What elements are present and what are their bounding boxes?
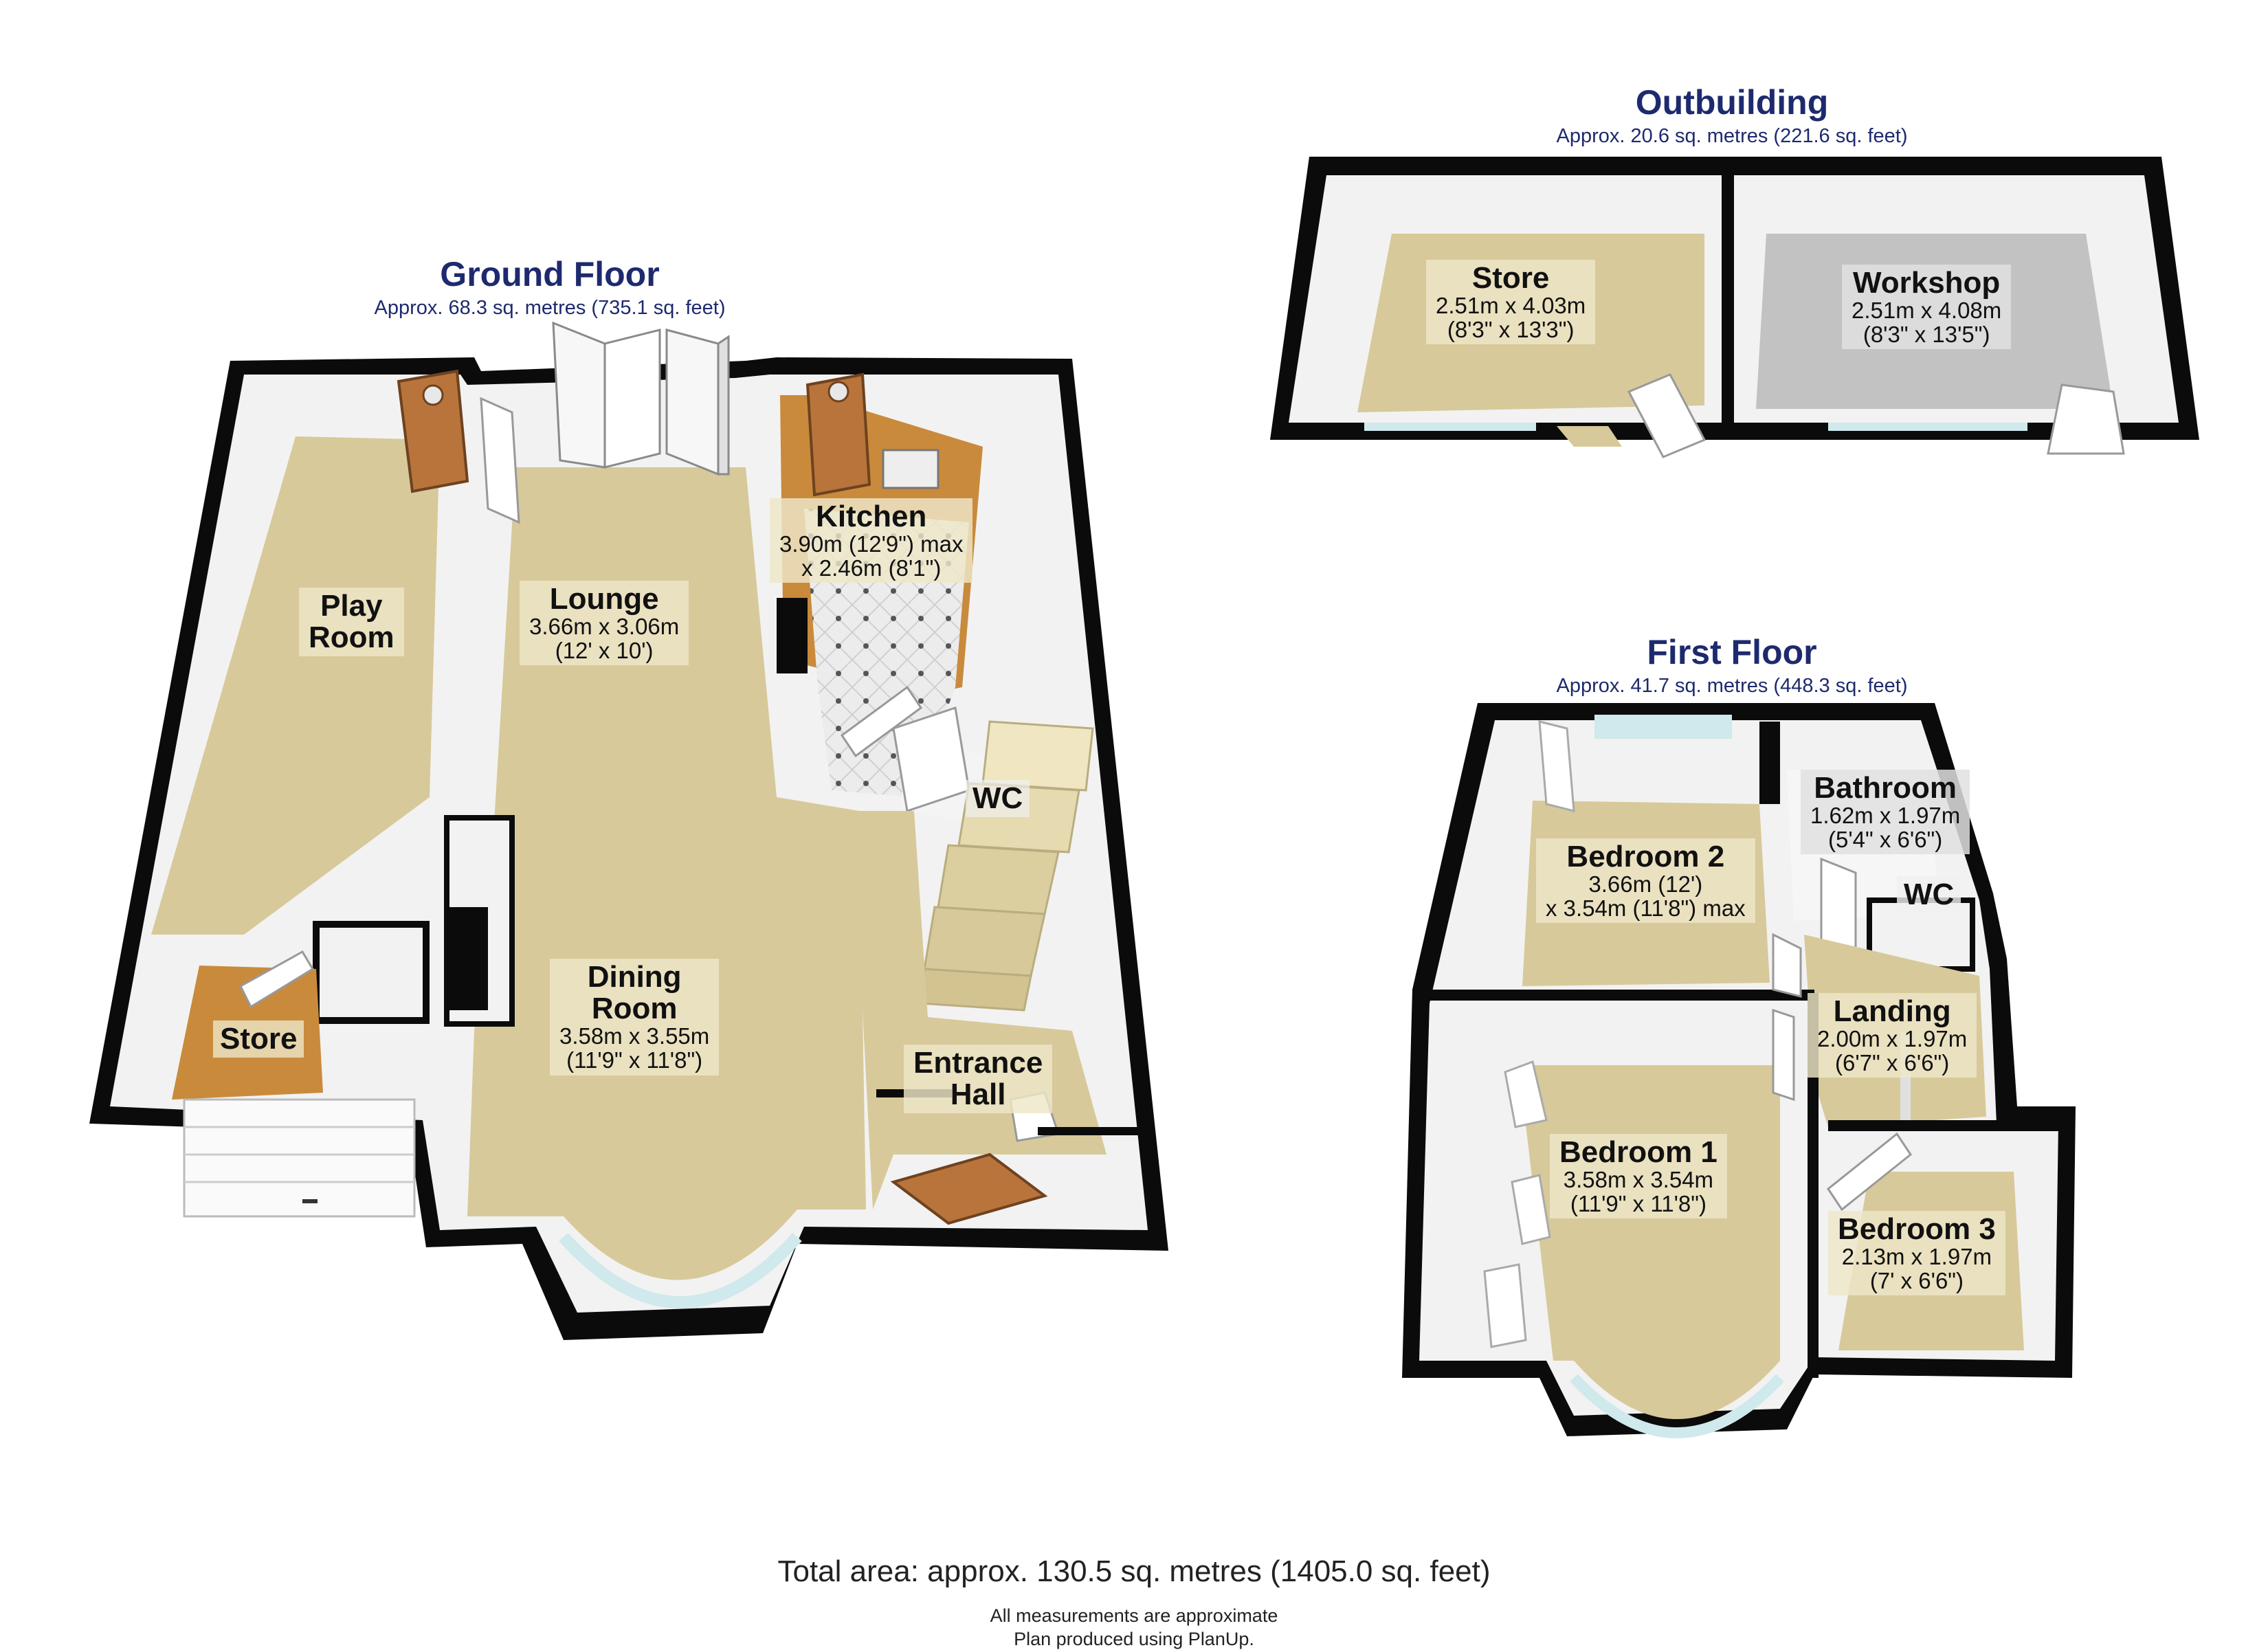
footnote-measurements: All measurements are approximate bbox=[990, 1605, 1278, 1626]
kitchen-dim-1: 3.90m (12'9") max bbox=[779, 531, 964, 557]
landing-dim-imperial: (6'7" x 6'6") bbox=[1835, 1049, 1950, 1075]
staircase bbox=[920, 720, 1094, 1012]
play-room-name-2: Room bbox=[309, 621, 394, 655]
workshop-name: Workshop bbox=[1852, 266, 2001, 300]
store-door bbox=[239, 950, 315, 1009]
bedroom3-door bbox=[1826, 1132, 1913, 1212]
bedroom2-dim-2: x 3.54m (11'8") max bbox=[1546, 895, 1746, 921]
ground-floor-title: Ground Floor bbox=[440, 255, 660, 293]
first-wc-name: WC bbox=[1897, 876, 1961, 913]
landing-label: Landing 2.00m x 1.97m (6'7" x 6'6") bbox=[1808, 993, 1977, 1078]
bedroom2-wardrobe-door bbox=[1538, 720, 1575, 812]
first-floor-area: Approx. 41.7 sq. metres (448.3 sq. feet) bbox=[1556, 675, 1908, 697]
lounge-dining-floor bbox=[467, 467, 866, 1280]
bedroom3-name: Bedroom 3 bbox=[1838, 1212, 1996, 1246]
bedroom3-label: Bedroom 3 2.13m x 1.97m (7' x 6'6") bbox=[1828, 1211, 2005, 1296]
garage-door bbox=[183, 1098, 416, 1218]
outbuilding-store-dim-metric: 2.51m x 4.03m bbox=[1436, 293, 1586, 319]
lounge-name: Lounge bbox=[549, 582, 659, 616]
bedroom2-name: Bedroom 2 bbox=[1566, 840, 1725, 873]
ground-store-name: Store bbox=[213, 1021, 304, 1058]
outbuilding-divider bbox=[1722, 165, 1734, 433]
ground-floor-area: Approx. 68.3 sq. metres (735.1 sq. feet) bbox=[374, 297, 726, 319]
dining-room-name-1: Dining bbox=[587, 960, 682, 994]
bedroom1-dim-metric: 3.58m x 3.54m bbox=[1563, 1167, 1714, 1193]
footnote-planup: Plan produced using PlanUp. bbox=[1014, 1629, 1254, 1649]
outbuilding-store-name: Store bbox=[1471, 261, 1550, 295]
bedroom2-door bbox=[1772, 933, 1802, 998]
lounge-label: Lounge 3.66m x 3.06m (12' x 10') bbox=[520, 581, 689, 666]
lounge-dim-imperial: (12' x 10') bbox=[555, 637, 654, 663]
play-room-store-wall bbox=[313, 921, 430, 1024]
bedroom2-label: Bedroom 2 3.66m (12') x 3.54m (11'8") ma… bbox=[1536, 838, 1755, 924]
outbuilding-store-label: Store 2.51m x 4.03m (8'3" x 13'3") bbox=[1426, 260, 1596, 345]
store-window bbox=[1364, 423, 1536, 431]
outbuilding-area: Approx. 20.6 sq. metres (221.6 sq. feet) bbox=[1556, 125, 1908, 147]
total-area: Total area: approx. 130.5 sq. metres (14… bbox=[777, 1554, 1491, 1588]
entrance-hall-name-2: Hall bbox=[950, 1078, 1006, 1112]
kitchen-internal-door bbox=[840, 685, 923, 758]
landing-name: Landing bbox=[1833, 994, 1951, 1028]
first-floor-title: First Floor bbox=[1647, 633, 1817, 671]
bathroom-name: Bathroom bbox=[1814, 771, 1957, 805]
bathroom-label: Bathroom 1.62m x 1.97m (5'4" x 6'6") bbox=[1801, 770, 1970, 855]
bedroom1-door bbox=[1772, 1008, 1795, 1102]
dining-room-dim-metric: 3.58m x 3.55m bbox=[559, 1023, 710, 1049]
kitchen-label: Kitchen 3.90m (12'9") max x 2.46m (8'1") bbox=[770, 498, 973, 583]
play-room-floor bbox=[151, 436, 440, 935]
bedroom3-dim-imperial: (7' x 6'6") bbox=[1869, 1267, 1964, 1293]
entrance-hall-label: Entrance Hall bbox=[904, 1045, 1053, 1114]
outbuilding-plan bbox=[1270, 157, 2199, 458]
kitchen-dim-2: x 2.46m (8'1") bbox=[801, 555, 942, 581]
bathroom-dim-imperial: (5'4" x 6'6") bbox=[1828, 826, 1943, 852]
workshop-dim-imperial: (8'3" x 13'5") bbox=[1863, 321, 1990, 347]
bedroom2-dim-1: 3.66m (12') bbox=[1588, 871, 1703, 898]
bifold-doors bbox=[552, 321, 730, 476]
entrance-hall-name-1: Entrance bbox=[913, 1046, 1043, 1080]
bedroom1-wardrobe-doors bbox=[1483, 1060, 1551, 1348]
store-door-outbuilding bbox=[1627, 373, 1706, 458]
bedroom1-name: Bedroom 1 bbox=[1559, 1135, 1717, 1169]
dining-room-label: Dining Room 3.58m x 3.55m (11'9" x 11'8"… bbox=[550, 959, 720, 1075]
workshop-label: Workshop 2.51m x 4.08m (8'3" x 13'5") bbox=[1842, 265, 2012, 350]
play-room-door bbox=[397, 369, 469, 493]
ground-wc-name: WC bbox=[966, 780, 1030, 817]
play-room-label: Play Room bbox=[299, 588, 404, 657]
workshop-door bbox=[2047, 383, 2125, 455]
lounge-dim-metric: 3.66m x 3.06m bbox=[529, 614, 680, 640]
lounge-side-door bbox=[480, 397, 520, 524]
dining-room-name-2: Room bbox=[591, 992, 678, 1026]
kitchen-name: Kitchen bbox=[816, 500, 927, 533]
workshop-window bbox=[1828, 423, 2027, 431]
outbuilding-store-dim-imperial: (8'3" x 13'3") bbox=[1447, 316, 1575, 342]
bedroom1-dim-imperial: (11'9" x 11'8") bbox=[1570, 1190, 1706, 1216]
landing-dim-metric: 2.00m x 1.97m bbox=[1817, 1026, 1968, 1052]
kitchen-sink bbox=[882, 449, 940, 489]
bedroom1-label: Bedroom 1 3.58m x 3.54m (11'9" x 11'8") bbox=[1550, 1134, 1727, 1219]
bathroom-dim-metric: 1.62m x 1.97m bbox=[1810, 803, 1961, 829]
outbuilding-title: Outbuilding bbox=[1635, 83, 1829, 122]
play-room-name-1: Play bbox=[320, 589, 383, 623]
front-door bbox=[890, 1152, 1048, 1225]
dining-room-dim-imperial: (11'9" x 11'8") bbox=[566, 1047, 703, 1073]
ground-floor-plan bbox=[89, 321, 1168, 1340]
workshop-dim-metric: 2.51m x 4.08m bbox=[1852, 298, 2002, 324]
kitchen-door bbox=[805, 372, 871, 497]
bedroom3-dim-metric: 2.13m x 1.97m bbox=[1841, 1244, 1992, 1270]
